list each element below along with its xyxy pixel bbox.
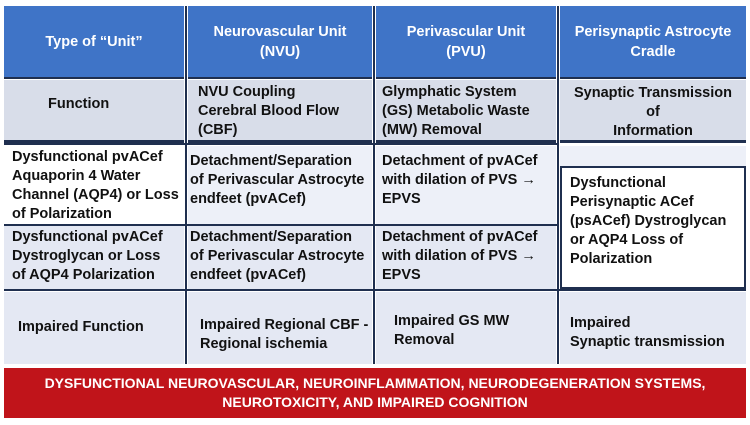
pvu-aqp4-detachment: Detachment of pvACef with dilation of PV…: [376, 146, 556, 224]
header-neurovascular-unit: Neurovascular Unit (NVU): [188, 6, 372, 79]
conclusion-banner: DYSFUNCTIONAL NEUROVASCULAR, NEUROINFLAM…: [4, 368, 746, 418]
nvu-impaired: Impaired Regional CBF - Regional ischemi…: [188, 292, 372, 364]
grid-line-horizontal-2: [4, 224, 557, 226]
psac-impaired: Impaired Synaptic transmission: [560, 292, 746, 364]
header-perivascular-unit: Perivascular Unit (PVU): [376, 6, 556, 79]
psac-aqp4-blank: [560, 146, 746, 166]
grid-line-vertical-2: [373, 6, 375, 364]
aqp4-dysfunction-label: Dysfunctional pvACef Aquaporin 4 Water C…: [4, 146, 184, 224]
grid-line-vertical-3: [557, 6, 559, 364]
function-label: Function: [4, 80, 184, 143]
header-type-of-unit: Type of “Unit”: [4, 6, 184, 79]
pvu-function: Glymphatic System (GS) Metabolic Waste (…: [376, 80, 556, 143]
grid-line-horizontal-1: [4, 143, 557, 145]
psac-dysfunction: Dysfunctional Perisynaptic ACef (psACef)…: [560, 166, 746, 289]
pvu-dystroglycan-detachment: Detachment of pvACef with dilation of PV…: [376, 226, 556, 289]
header-perisynaptic-astrocyte-cradle: Perisynaptic Astrocyte Cradle: [560, 6, 746, 79]
nvu-dystroglycan-detachment: Detachment/Separation of Perivascular As…: [188, 226, 372, 289]
dystroglycan-dysfunction-label: Dysfunctional pvACef Dystroglycan or Los…: [4, 226, 184, 289]
pvu-impaired: Impaired GS MW Removal: [376, 292, 556, 364]
grid-line-vertical-1: [185, 6, 187, 364]
nvu-aqp4-detachment: Detachment/Separation of Perivascular As…: [188, 146, 372, 224]
impaired-function-label: Impaired Function: [4, 292, 184, 364]
psac-function: Synaptic Transmission of Information: [560, 80, 746, 143]
grid-line-horizontal-3: [4, 289, 746, 291]
nvu-function: NVU Coupling Cerebral Blood Flow (CBF): [188, 80, 372, 143]
